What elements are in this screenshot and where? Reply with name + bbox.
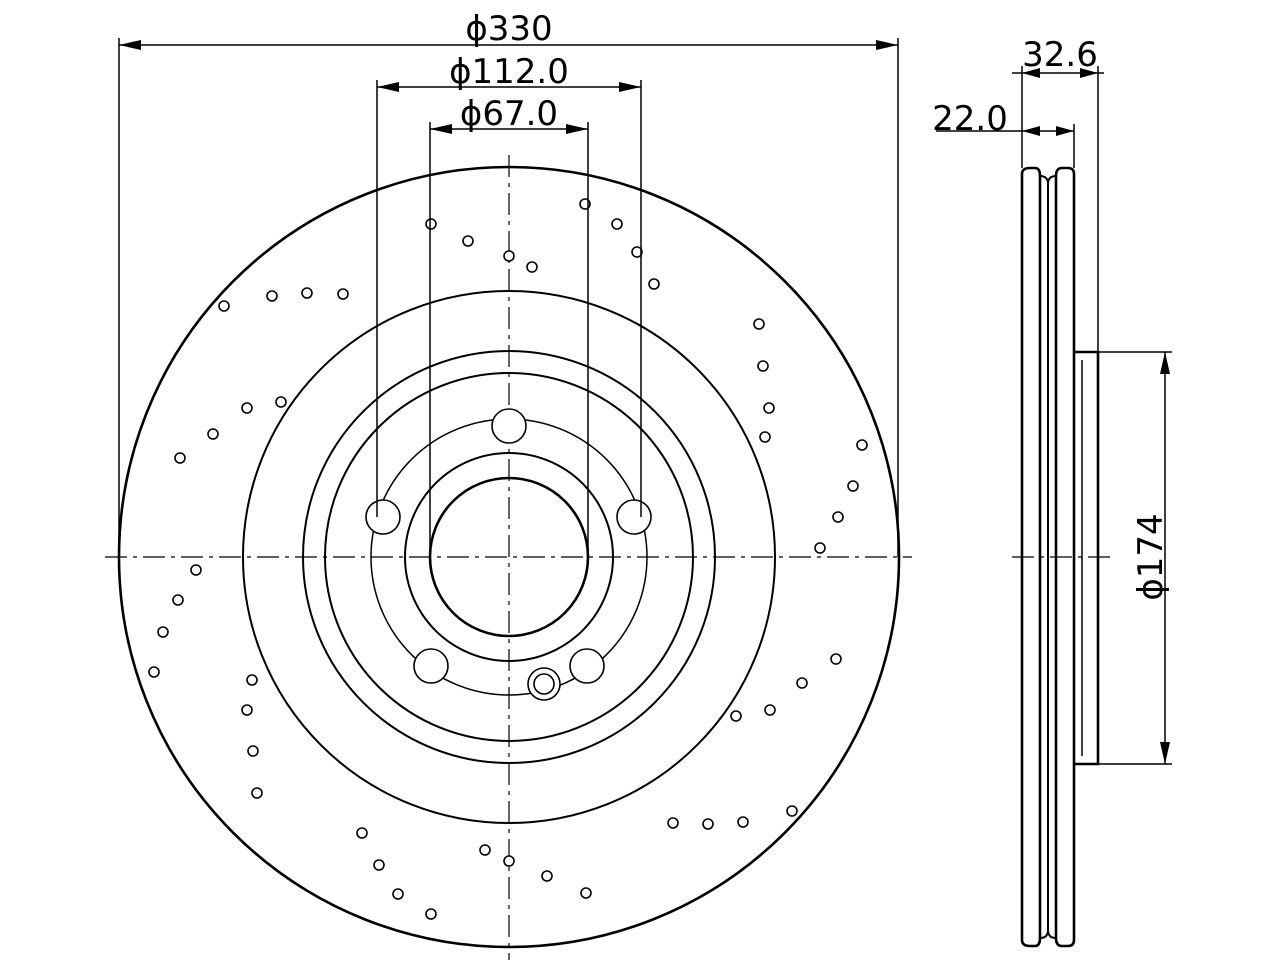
drill-hole: [796, 677, 808, 689]
drill-hole: [425, 908, 437, 920]
drill-hole: [757, 360, 769, 372]
drill-hole: [503, 250, 515, 262]
vent-vanes: [1039, 175, 1049, 939]
drill-hole: [275, 396, 287, 408]
drill-hole: [337, 288, 349, 300]
drill-hole: [786, 805, 798, 817]
drill-hole: [301, 287, 313, 299]
drill-hole: [611, 218, 623, 230]
arrow-32-6-left: [1022, 68, 1040, 78]
drill-hole: [207, 428, 219, 440]
label-outer-diameter: ϕ330: [465, 9, 552, 49]
drill-hole: [814, 542, 826, 554]
drill-hole: [580, 887, 592, 899]
friction-ring-inner-edge: [242, 290, 776, 824]
drill-hole: [764, 704, 776, 716]
drill-hole: [241, 704, 253, 716]
drill-hole: [526, 261, 538, 273]
drill-hole: [830, 653, 842, 665]
arrow-32-6-right: [1080, 68, 1098, 78]
drill-hole: [373, 859, 385, 871]
hub-pilot-circle: [404, 452, 614, 662]
label-hat-diameter: ϕ174: [1131, 513, 1171, 600]
label-total-thickness: 32.6: [1022, 35, 1098, 75]
bolt-hole: [413, 648, 449, 684]
arrow-67-right: [566, 124, 588, 134]
side-view: 32.6 22.0 ϕ174: [932, 35, 1172, 948]
arrow-330-right: [876, 40, 898, 50]
bolt-holes: [365, 408, 652, 684]
drill-hole: [702, 818, 714, 830]
drill-hole: [190, 564, 202, 576]
drill-hole: [157, 626, 169, 638]
drill-hole: [856, 439, 868, 451]
label-min-thickness: 22.0: [932, 99, 1008, 139]
arrow-22-0-left: [1022, 126, 1040, 136]
hat-outer-edge: [302, 350, 716, 764]
drill-hole: [753, 318, 765, 330]
drill-hole: [763, 402, 775, 414]
arrow-112-right: [619, 82, 641, 92]
drill-hole: [251, 787, 263, 799]
drill-hole: [667, 817, 679, 829]
hat-step-circle: [324, 372, 694, 742]
drill-hole: [356, 827, 368, 839]
drill-hole: [392, 888, 404, 900]
hat-flange: [1074, 350, 1100, 766]
arrow-112-left: [377, 82, 399, 92]
drill-hole: [648, 278, 660, 290]
bolt-hole: [491, 408, 527, 444]
drill-hole: [148, 666, 160, 678]
bolt-hole: [365, 499, 401, 535]
drill-hole: [541, 870, 553, 882]
drill-hole: [730, 710, 742, 722]
front-view: ϕ330 ϕ112.0 ϕ67.0: [105, 9, 912, 960]
drill-hole: [503, 855, 515, 867]
drill-hole: [425, 218, 437, 230]
bolt-hole: [616, 499, 652, 535]
drill-hole: [631, 246, 643, 258]
label-center-bore: ϕ67.0: [460, 94, 558, 134]
drill-hole: [737, 816, 749, 828]
arrow-174-top: [1160, 352, 1170, 374]
arrow-22-0-right: [1056, 126, 1074, 136]
drill-hole: [241, 402, 253, 414]
drill-hole: [832, 511, 844, 523]
drill-hole: [266, 290, 278, 302]
label-bolt-circle: ϕ112.0: [449, 52, 569, 92]
drill-hole: [246, 674, 258, 686]
drill-hole: [247, 745, 259, 757]
locating-screw-thread: [533, 673, 555, 695]
arrow-174-bottom: [1160, 742, 1170, 764]
arrow-330-left: [119, 40, 141, 50]
bolt-hole: [569, 648, 605, 684]
drill-hole: [847, 480, 859, 492]
drill-hole: [172, 594, 184, 606]
drill-hole: [479, 844, 491, 856]
drill-hole: [759, 431, 771, 443]
drill-hole: [174, 452, 186, 464]
inner-friction-plate: [1054, 166, 1076, 948]
arrow-67-left: [430, 124, 452, 134]
drill-hole: [462, 235, 474, 247]
drill-hole: [218, 300, 230, 312]
drilled-holes: [148, 198, 868, 920]
